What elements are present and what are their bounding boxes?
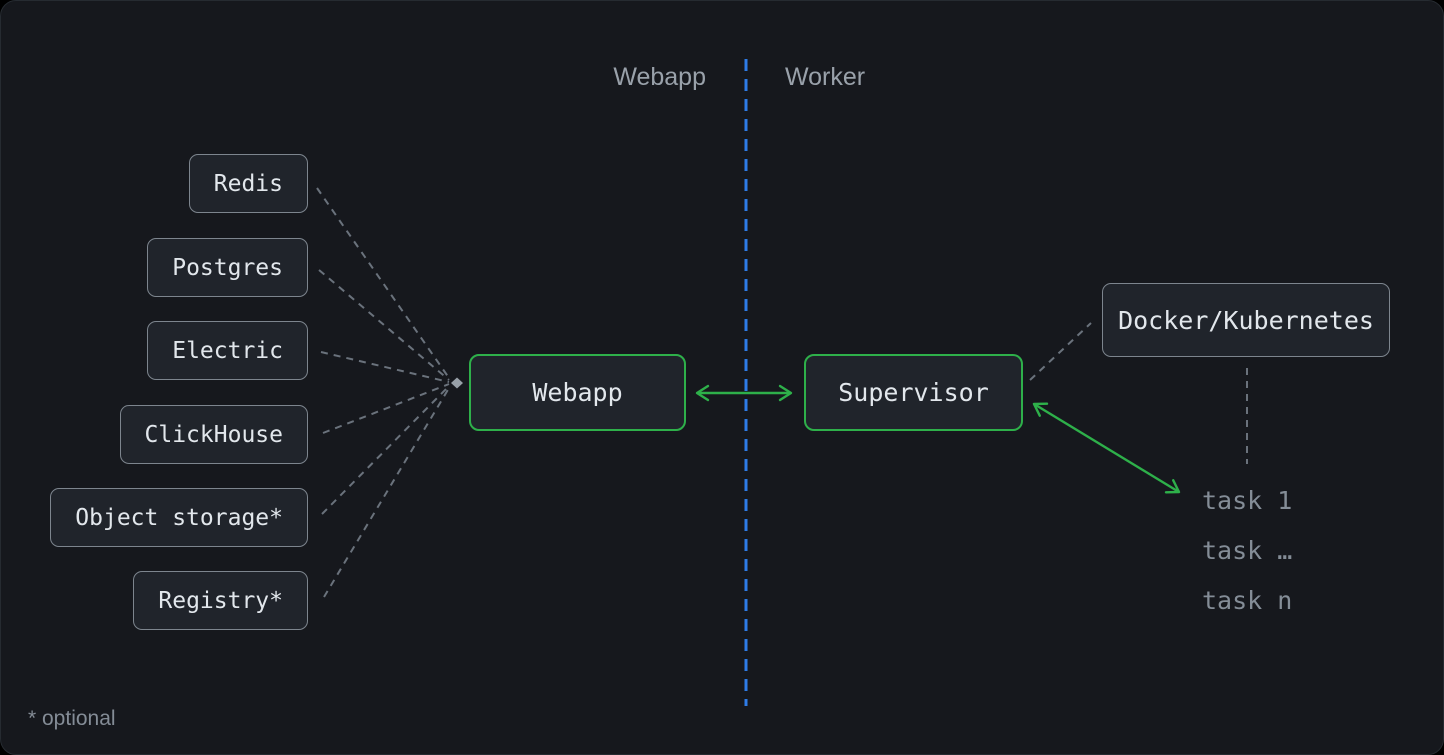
connector-objectstorage-webapp bbox=[321, 385, 450, 515]
connector-clickhouse-webapp bbox=[322, 383, 450, 434]
service-box-clickhouse: ClickHouse bbox=[119, 405, 308, 464]
service-box-redis: Redis bbox=[188, 154, 308, 213]
webapp-node: Webapp bbox=[469, 354, 686, 431]
connector-supervisor-runtime bbox=[1029, 322, 1092, 381]
convergence-diamond bbox=[451, 377, 463, 389]
task-item-ellipsis: task … bbox=[1202, 536, 1293, 565]
connector-registry-webapp bbox=[323, 387, 450, 598]
optional-footnote: * optional bbox=[28, 707, 116, 730]
task-item-n: task n bbox=[1202, 586, 1293, 615]
service-box-registry: Registry* bbox=[133, 571, 308, 630]
service-box-postgres: Postgres bbox=[147, 238, 308, 297]
lane-label-worker: Worker bbox=[785, 63, 866, 91]
task-item-1: task 1 bbox=[1202, 486, 1293, 515]
connector-electric-webapp bbox=[320, 351, 450, 383]
runtime-node: Docker/Kubernetes bbox=[1102, 283, 1390, 357]
service-box-electric: Electric bbox=[147, 321, 308, 380]
service-box-object-storage: Object storage* bbox=[50, 488, 308, 547]
lane-label-webapp: Webapp bbox=[613, 63, 706, 91]
supervisor-tasks-arrow bbox=[1032, 402, 1181, 494]
connector-postgres-webapp bbox=[318, 269, 450, 381]
connector-redis-webapp bbox=[316, 187, 450, 379]
supervisor-node: Supervisor bbox=[804, 354, 1023, 431]
task-list: task 1 task … task n bbox=[1202, 476, 1292, 626]
